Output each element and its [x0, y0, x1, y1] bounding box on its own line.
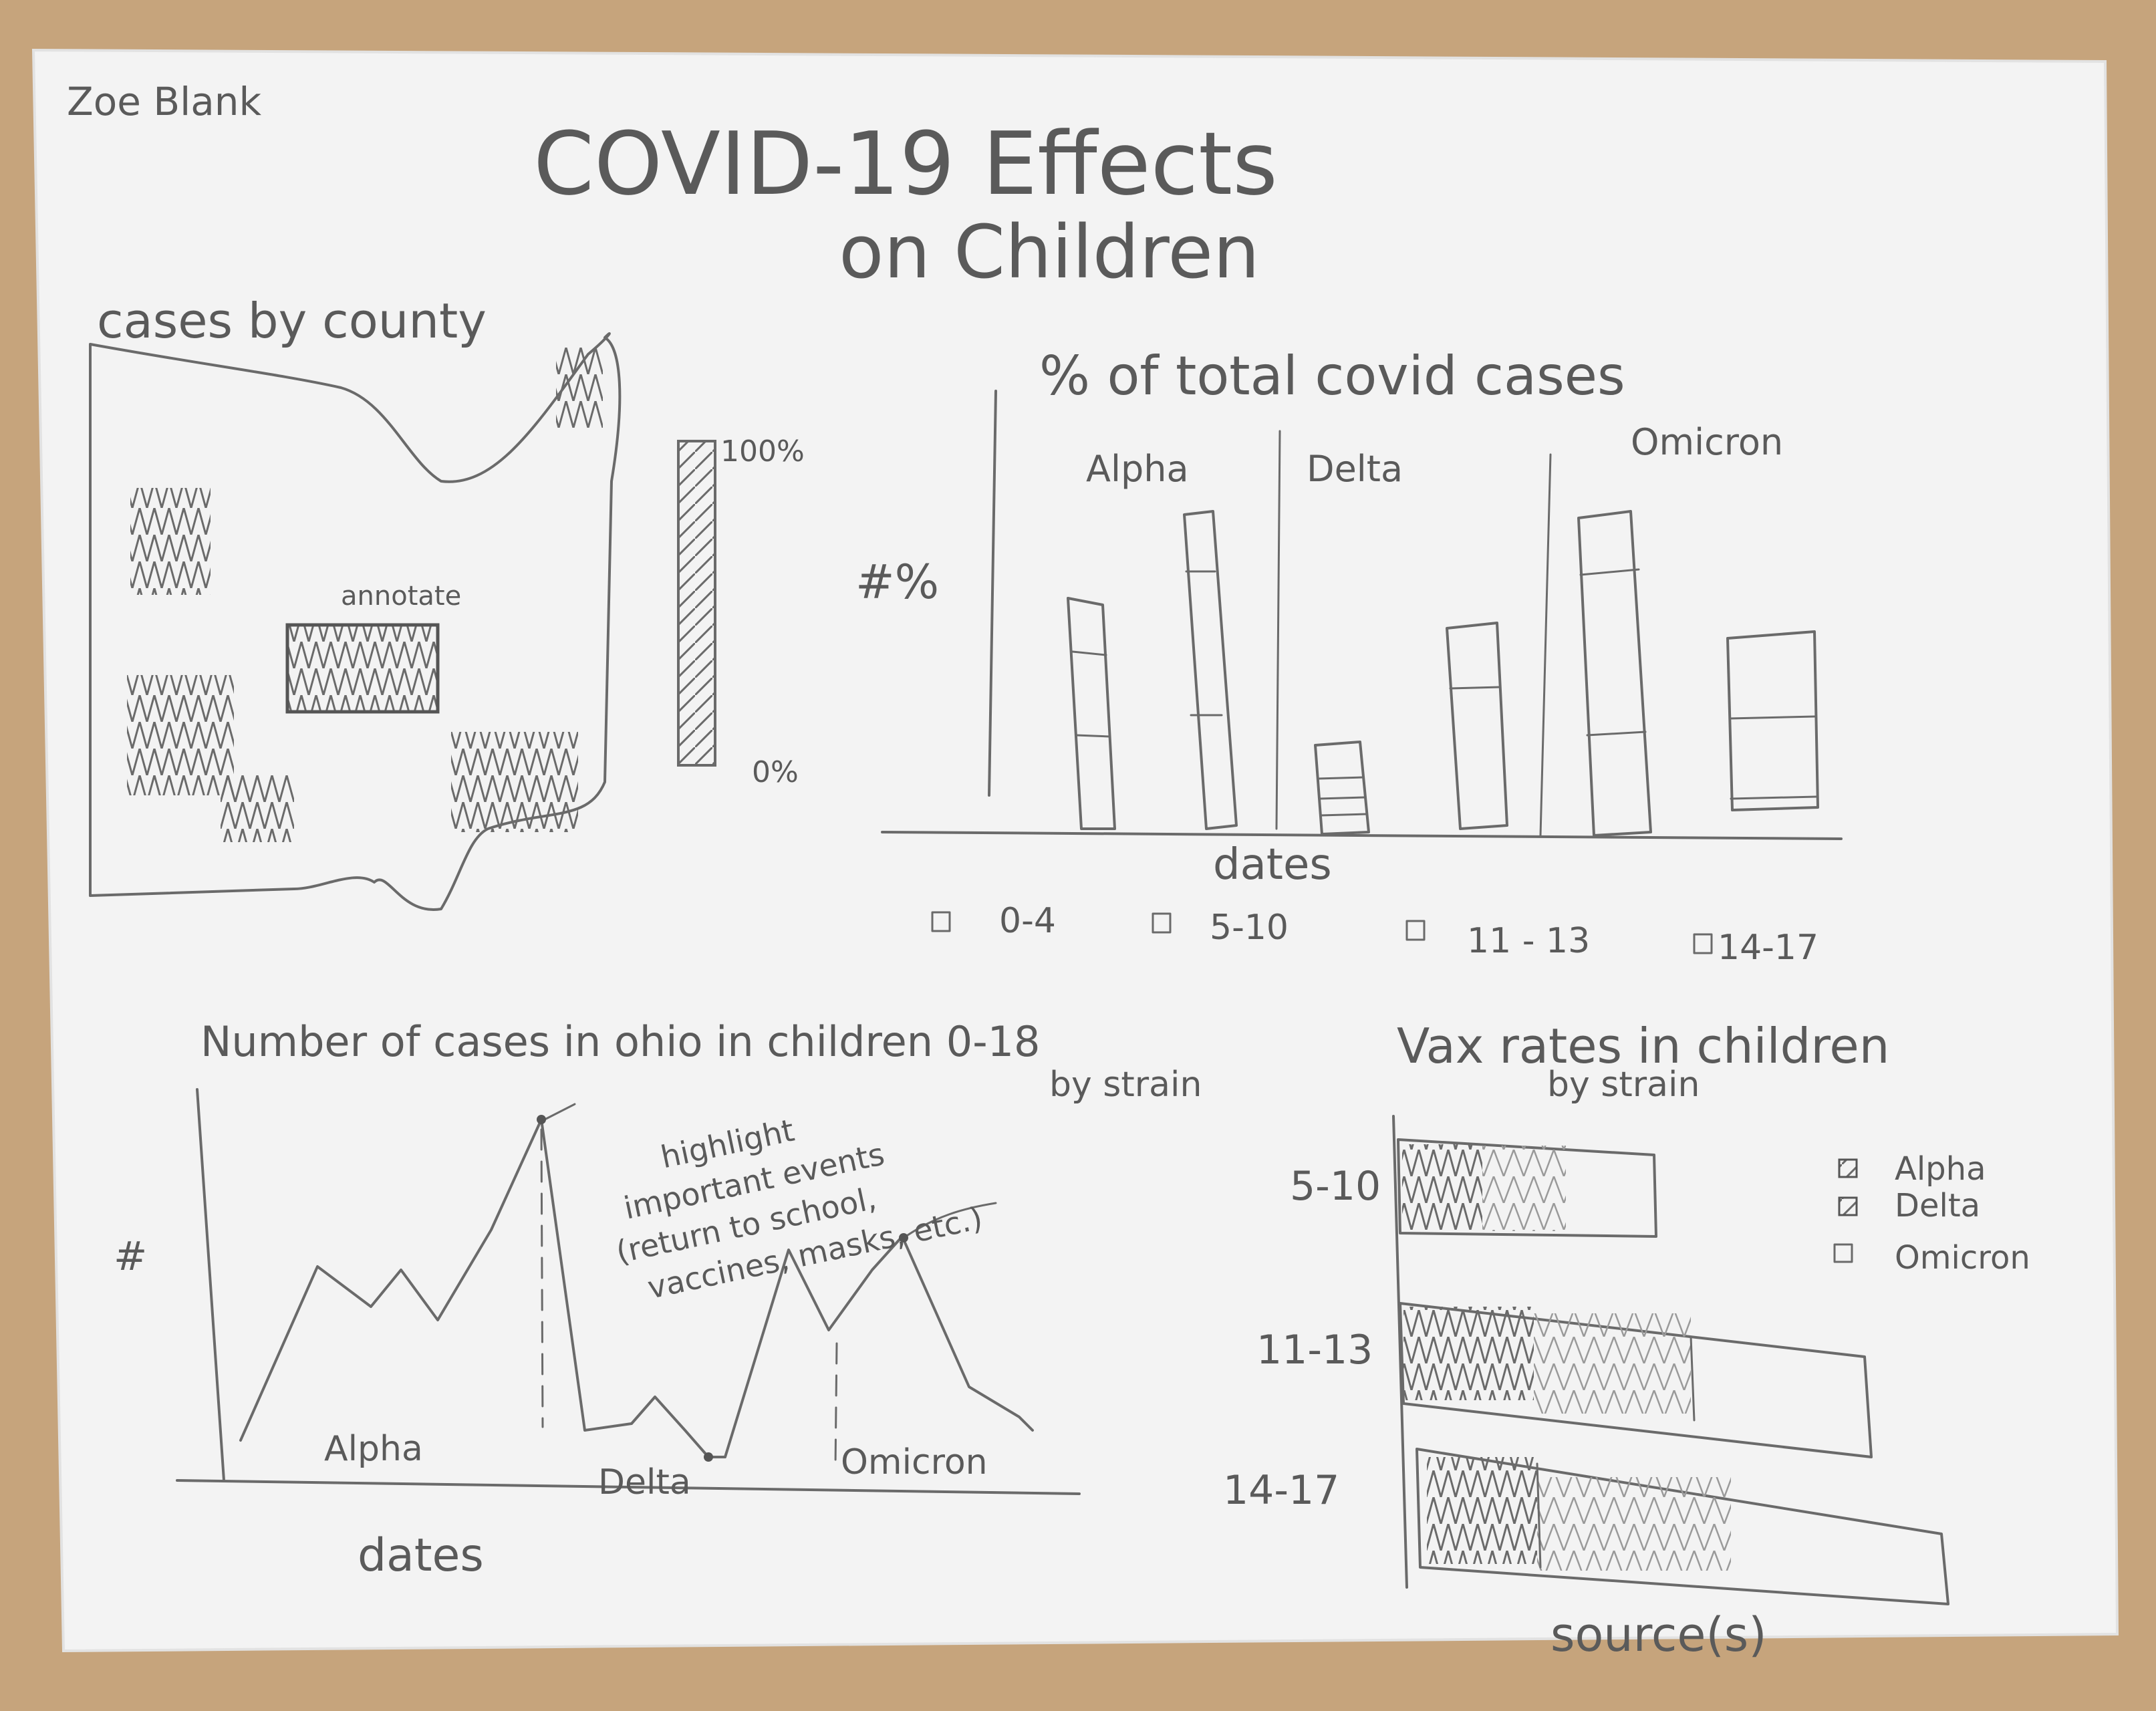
stacked-bar-5 [1577, 510, 1652, 837]
legend-box-11-13 [1405, 920, 1426, 941]
line-y-axis [196, 1088, 225, 1482]
strain-divider-delta-omicron [834, 1342, 838, 1468]
map-region-southwest [127, 675, 234, 795]
legend-label-5-10: 5-10 [1210, 908, 1289, 948]
vax-bar-14-17-alpha [1427, 1457, 1537, 1564]
stacked-bar-2 [1183, 510, 1238, 830]
scale-max-label: 100% [720, 434, 805, 469]
bar-divider-2 [1539, 453, 1552, 837]
event-marker-delta [704, 1452, 713, 1462]
legend-box-14-17 [1693, 933, 1713, 954]
map-title: cases by county [97, 293, 487, 349]
vax-panel: Vax rates in children by strain 5-10 11-… [1223, 1018, 2030, 1662]
author-name: Zoe Blank [67, 79, 262, 124]
vax-legend-box-omicron [1833, 1243, 1853, 1263]
bar-divider-1 [1275, 430, 1281, 830]
vax-bar-5-10 [1397, 1138, 1657, 1238]
vax-chart-title: Vax rates in children [1397, 1018, 1889, 1074]
vax-legend-delta: Delta [1895, 1187, 1980, 1224]
bar-y-label: #% [855, 555, 939, 610]
bar-x-label: dates [1213, 840, 1332, 890]
line-x-label: dates [358, 1529, 484, 1582]
line-callout-right [904, 1202, 997, 1238]
bar-legend: 0-4 5-10 11 - 13 14-17 [931, 901, 1818, 968]
vax-bar-11-13 [1399, 1302, 1873, 1458]
vax-chart-subtitle: by strain [1547, 1065, 1700, 1105]
color-scale-bar [677, 440, 716, 767]
stacked-bar-6 [1726, 630, 1819, 811]
line-strain-omicron: Omicron [841, 1442, 988, 1482]
vax-legend-alpha: Alpha [1895, 1150, 1986, 1188]
vax-bar-14-17 [1416, 1448, 1949, 1605]
page-title: COVID-19 Effects [533, 113, 1278, 215]
strain-label-delta: Delta [1307, 448, 1403, 490]
bar-panel: % of total covid cases #% dates Alpha De… [855, 345, 1843, 968]
bar-chart-title: % of total covid cases [1039, 345, 1625, 407]
map-region-south [221, 775, 294, 842]
map-annotation: annotate [341, 581, 461, 612]
vax-bar-14-17-delta [1537, 1477, 1731, 1571]
line-chart-subtitle: by strain [1049, 1065, 1202, 1105]
vax-legend-box-alpha [1838, 1158, 1858, 1178]
page-subtitle: on Children [839, 209, 1260, 295]
map-region-east [451, 732, 578, 832]
line-x-axis [176, 1479, 1081, 1495]
line-chart-title: Number of cases in ohio in children 0-18 [200, 1017, 1041, 1066]
map-highlight-county [285, 623, 440, 714]
map-region-northeast [556, 348, 603, 428]
strain-divider-alpha-delta [540, 1128, 544, 1428]
strain-label-alpha: Alpha [1086, 448, 1189, 490]
stacked-bar-1 [1067, 597, 1116, 830]
line-y-label: # [114, 1233, 147, 1280]
event-marker-peak [537, 1115, 546, 1124]
vax-row-label-14-17: 14-17 [1223, 1467, 1339, 1514]
map-region-west [130, 488, 211, 595]
bar-y-axis [988, 390, 997, 797]
vax-bar-11-13-alpha [1403, 1307, 1534, 1400]
vax-row-label-11-13: 11-13 [1256, 1327, 1373, 1373]
legend-label-0-4: 0-4 [999, 901, 1056, 941]
map-panel: cases by county annotate 100% 0% [89, 293, 805, 911]
vax-source: source(s) [1551, 1607, 1767, 1662]
legend-box-0-4 [931, 911, 951, 932]
stacked-bar-3 [1314, 741, 1370, 835]
strain-label-omicron: Omicron [1631, 421, 1783, 463]
scale-min-label: 0% [752, 755, 799, 789]
legend-label-14-17: 14-17 [1718, 928, 1818, 968]
line-callout-upper [543, 1103, 576, 1121]
vax-bar-11-13-delta [1534, 1313, 1691, 1414]
vax-bar-5-10-delta [1482, 1146, 1566, 1231]
paper-sheet [31, 48, 2119, 1653]
cases-line [239, 1118, 1034, 1458]
vax-row-label-5-10: 5-10 [1290, 1163, 1381, 1210]
stacked-bar-4 [1446, 622, 1508, 830]
bar-x-axis [881, 831, 1843, 840]
ohio-map-outline [89, 332, 622, 911]
vax-bar-5-10-alpha [1402, 1144, 1482, 1230]
vax-y-axis [1392, 1115, 1408, 1589]
legend-label-11-13: 11 - 13 [1467, 921, 1590, 961]
event-marker-omicron [899, 1233, 908, 1242]
vax-legend-omicron: Omicron [1895, 1239, 2030, 1277]
line-strain-delta: Delta [598, 1462, 691, 1502]
vax-legend: Alpha Delta Omicron [1833, 1150, 2030, 1277]
line-strain-alpha: Alpha [324, 1429, 423, 1469]
legend-box-5-10 [1152, 912, 1172, 934]
vax-legend-box-delta [1838, 1196, 1858, 1216]
